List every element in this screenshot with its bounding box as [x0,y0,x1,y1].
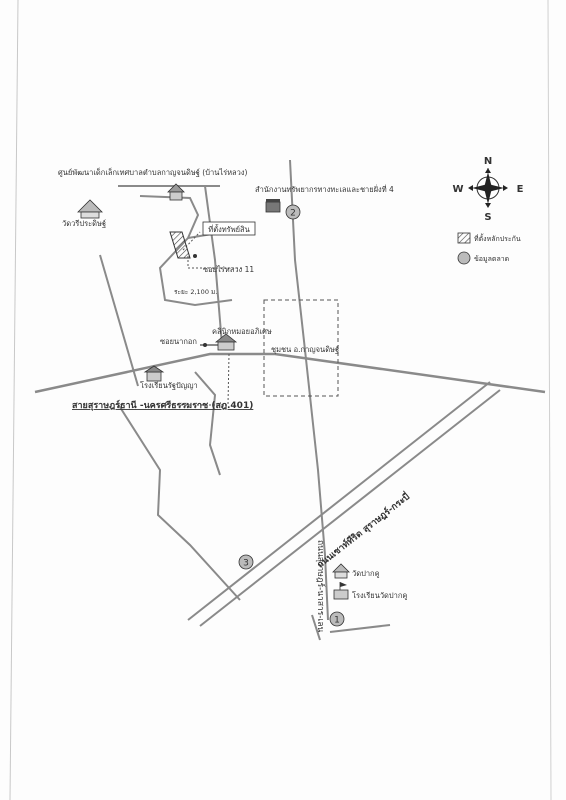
label-soi-na-kok: ซอยนากอก [160,337,197,346]
road-pak-khu [329,624,391,633]
label-highway-diag: ถนนเซาท์ทีริด สุราษฎร์-กระบี่ [314,489,412,570]
scan-edge-line-right [547,0,552,800]
market-marker-3: 3 [238,554,254,570]
label-office: สำนักงานทรัพยากรทางทะเลและชายฝั่งที่ 4 [255,184,394,194]
label-clinic: คลินิกหมอยอภิเศษ [212,327,272,336]
clinic-icon [214,333,238,351]
legend: ที่ตั้งหลักประกัน ข้อมูลตลาด [457,232,521,265]
road-lower-right [311,614,321,641]
legend-circle-icon [457,251,471,265]
compass-s: S [484,212,491,223]
label-temple-left: วัดวรีประดิษฐ์ [62,219,106,228]
school-icon [143,365,165,382]
junction-dot [193,254,197,258]
road-vertical-right [289,159,329,621]
market-marker-2: 2 [285,204,301,220]
roads [34,159,546,641]
junction-dot [203,343,207,347]
compass-rose-icon [468,168,508,208]
house-icon [167,183,185,201]
legend-hatch-icon [457,232,471,244]
legend-property-label: ที่ตั้งหลักประกัน [474,232,521,243]
road-soi [139,195,233,307]
label-temple-pak-khu: วัดปากคู [352,569,380,578]
label-center-top: ศูนย์พัฒนาเด็กเล็กเทศบาลตำบลกาญจนดิษฐ์ (… [58,167,248,177]
svg-text:1: 1 [334,616,340,626]
market-marker-1: 1 [329,611,345,627]
highway-diagonal [187,381,501,627]
property-label-box [202,221,256,236]
school-pak-khu-icon [333,582,349,600]
label-school-left: โรงเรียนรัฐปัญญา [140,381,198,390]
property-label: ที่ตั้งทรัพย์สิน [208,224,250,234]
road-left-diag [99,254,139,387]
svg-text:3: 3 [243,559,249,569]
compass-w: W [452,184,463,195]
label-community: ชุมชน อ.กาญจนดิษฐ์ [271,345,339,354]
label-school-pak-khu: โรงเรียนวัดปากคู [352,591,407,600]
office-icon [265,199,281,213]
scan-edge-line [9,0,19,800]
label-main-road: สายสุราษฎร์ธานี -นครศรีธรรมราช (สฎ.401) [72,399,253,411]
leader-lines [150,231,243,406]
label-distance: ระยะ 2,100 ม. [174,288,217,296]
temple-icon [77,199,103,219]
compass-n: N [484,156,492,167]
label-soi-rai-luang: ซอยไร่หลวง 11 [203,265,254,274]
temple-pak-khu-icon [332,563,350,579]
road-left-south [117,403,241,601]
svg-text:2: 2 [290,209,296,219]
label-road-vertical: ถนนสุราษฎร์-นาสาร-เลน [315,540,326,633]
property-marker [169,231,191,259]
community-boundary [263,299,339,397]
road-lower-short [194,371,221,476]
legend-market-label: ข้อมูลตลาด [474,255,509,263]
compass-e: E [517,184,524,195]
road-to-clinic [204,185,223,346]
road-401 [34,352,546,394]
